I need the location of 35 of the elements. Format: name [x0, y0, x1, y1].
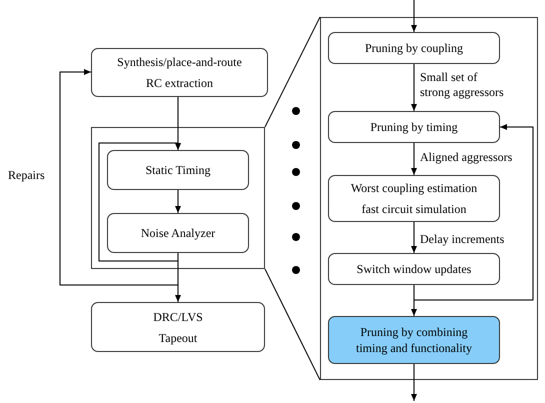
arrow [60, 69, 178, 286]
process-box [328, 111, 500, 143]
arrow [411, 0, 417, 32]
process-box [107, 150, 249, 190]
container-box [320, 17, 538, 380]
box-text: Switch window updates [356, 261, 472, 277]
process-box [328, 253, 500, 285]
box-text: Worst coupling estimation [350, 180, 478, 196]
arrow [175, 190, 181, 214]
box-text: Synthesis/place-and-route [116, 54, 243, 70]
process-box [91, 302, 265, 352]
edge-label: Aligned aggressors [420, 150, 512, 165]
box-text: fast circuit simulation [360, 201, 468, 217]
edge-label: Delay increments [420, 232, 504, 247]
arrow [98, 142, 181, 262]
arrow [411, 64, 417, 112]
box-text: Noise Analyzer [140, 225, 216, 241]
arrow [411, 142, 417, 176]
box-text: RC extraction [145, 75, 214, 91]
edge-label: Repairs [8, 168, 45, 183]
process-box [328, 316, 500, 364]
box-text: Tapeout [158, 330, 198, 346]
process-box [328, 32, 500, 64]
box-text: Pruning by coupling [364, 40, 464, 56]
box-text: DRC/LVS [152, 308, 204, 324]
arrow [414, 124, 534, 300]
box-text: Pruning by combining timing and functionality [355, 324, 473, 356]
arrow [411, 364, 417, 402]
container-box [91, 127, 265, 269]
arrow [411, 222, 417, 254]
process-box [91, 48, 268, 97]
process-box [328, 175, 500, 222]
process-box [107, 213, 249, 253]
box-text: Static Timing [144, 162, 212, 178]
box-text: Pruning by timing [369, 119, 459, 135]
